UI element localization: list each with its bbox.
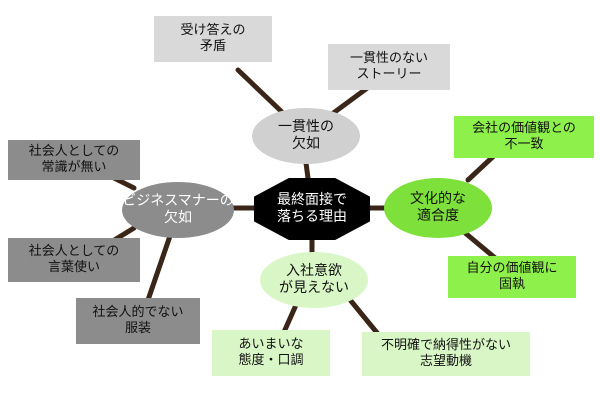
central-topic: 最終面接で 落ちる理由 (254, 178, 370, 240)
branch-consistency: 一貫性の 欠如 (252, 108, 360, 164)
leaf-ambiguous-attitude: あいまいな 態度・口調 (212, 330, 330, 376)
leaf-unclear-motive: 不明確で納得性がない 志望動機 (362, 332, 530, 376)
leaf-own-values-fixation: 自分の価値観に 固執 (448, 256, 576, 298)
leaf-company-values-mismatch: 会社の価値観との 不一致 (454, 116, 594, 158)
branch-motivation: 入社意欲 が見えない (260, 252, 368, 308)
leaf-answer-contradiction: 受け答えの 矛盾 (154, 16, 272, 62)
link-consistency-leaf-2 (329, 83, 373, 117)
leaf-attire: 社会人的でない 服装 (76, 298, 200, 344)
leaf-wording: 社会人としての 言葉使い (8, 238, 140, 282)
link-manners-leaf-3 (145, 233, 173, 303)
branch-culture: 文化的な 適合度 (384, 178, 492, 238)
leaf-inconsistent-story: 一貫性のない ストーリー (328, 44, 450, 90)
leaf-lack-common-sense: 社会人としての 常識が無い (8, 140, 140, 180)
branch-manners: ビジネスマナーの 欠如 (122, 182, 234, 238)
link-consistency-leaf-1 (235, 67, 285, 115)
